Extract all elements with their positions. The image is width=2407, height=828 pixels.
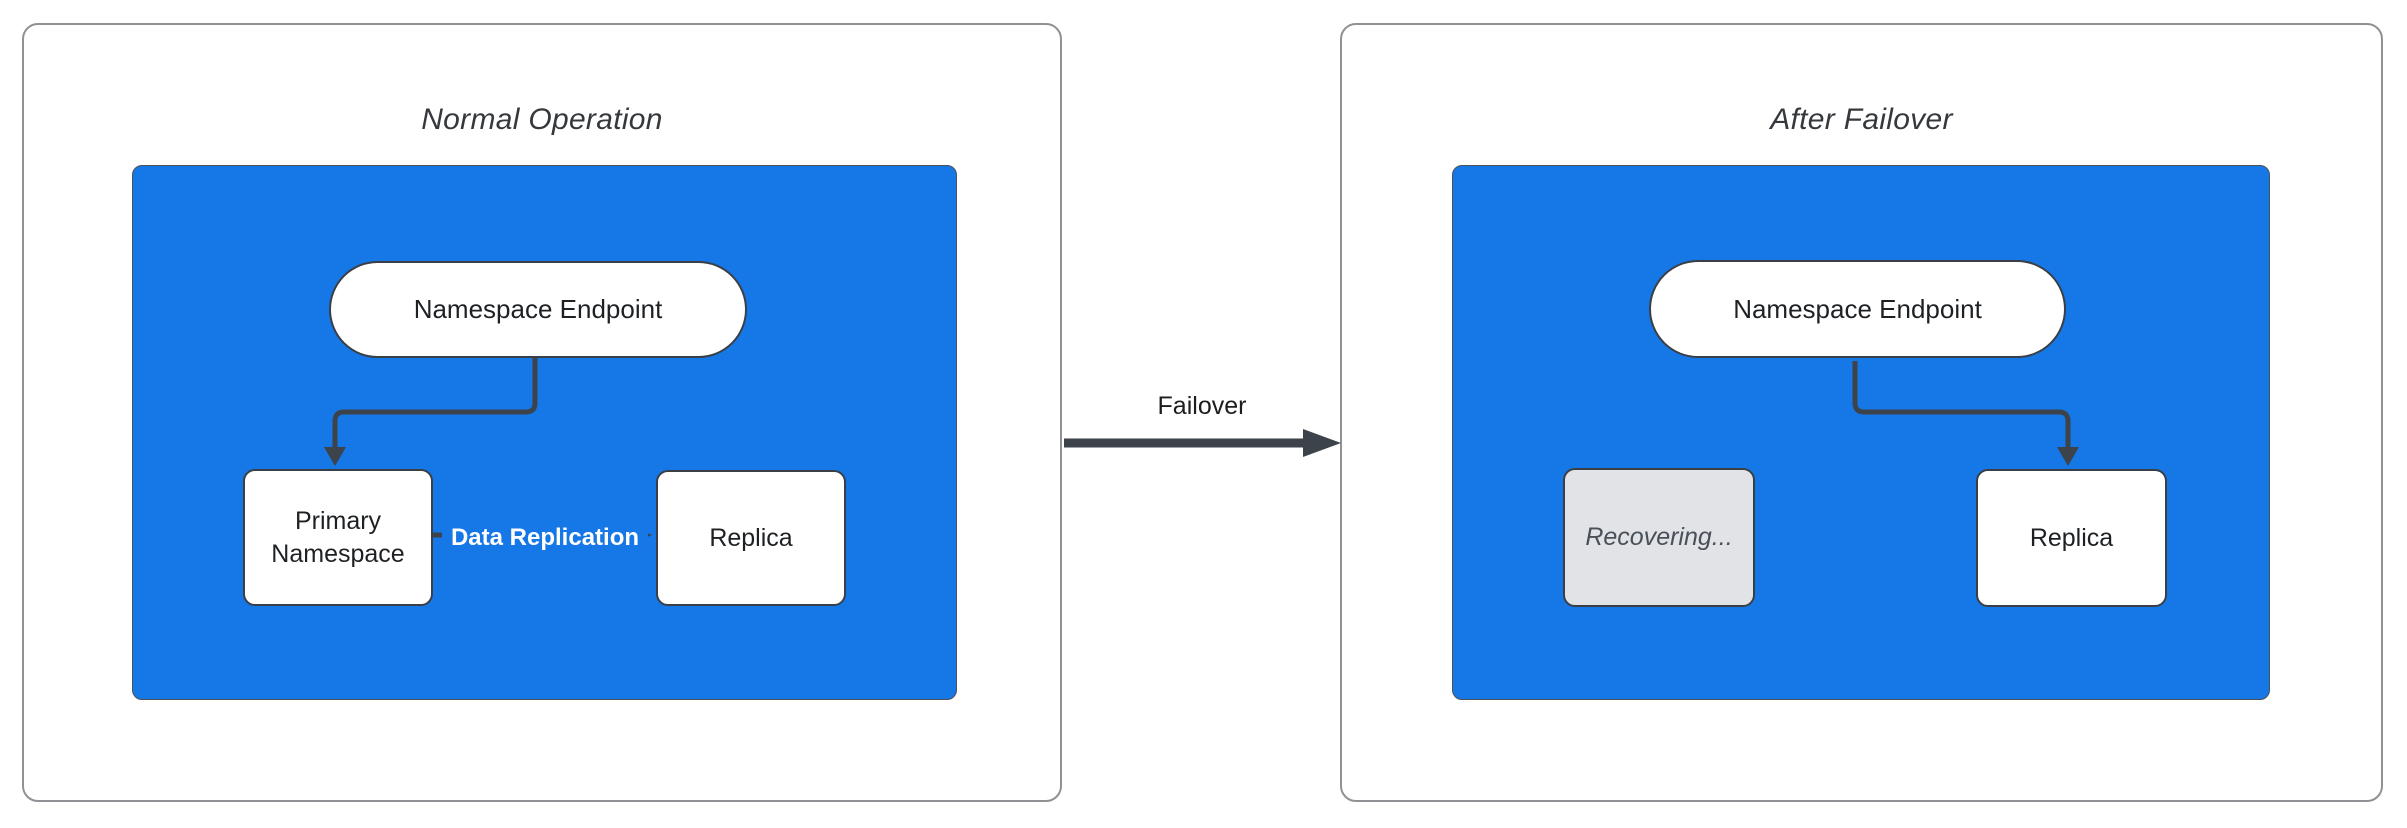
- panel-normal-operation: Normal Operation Namespace Endpoint Prim…: [22, 23, 1062, 802]
- node-primary-namespace: Primary Namespace: [243, 469, 433, 606]
- edge-label-data-replication: Data Replication: [441, 521, 649, 555]
- node-namespace-endpoint-normal: Namespace Endpoint: [329, 261, 747, 358]
- arrowhead-failover-icon: [1303, 429, 1341, 457]
- panel-title-normal-operation: Normal Operation: [421, 103, 663, 136]
- node-replica-normal: Replica: [656, 470, 846, 606]
- panel-title-after-failover: After Failover: [1770, 103, 1953, 136]
- cluster-normal-operation: Namespace Endpoint Primary Namespace Rep…: [132, 165, 957, 700]
- panel-after-failover: After Failover Namespace Endpoint Recove…: [1340, 23, 2383, 802]
- transition-label-failover: Failover: [1157, 392, 1247, 420]
- cluster-after-failover: Namespace Endpoint Recovering... Replica: [1452, 165, 2270, 700]
- node-replica-failover: Replica: [1976, 469, 2167, 607]
- node-recovering: Recovering...: [1563, 468, 1755, 607]
- node-namespace-endpoint-failover: Namespace Endpoint: [1649, 260, 2066, 358]
